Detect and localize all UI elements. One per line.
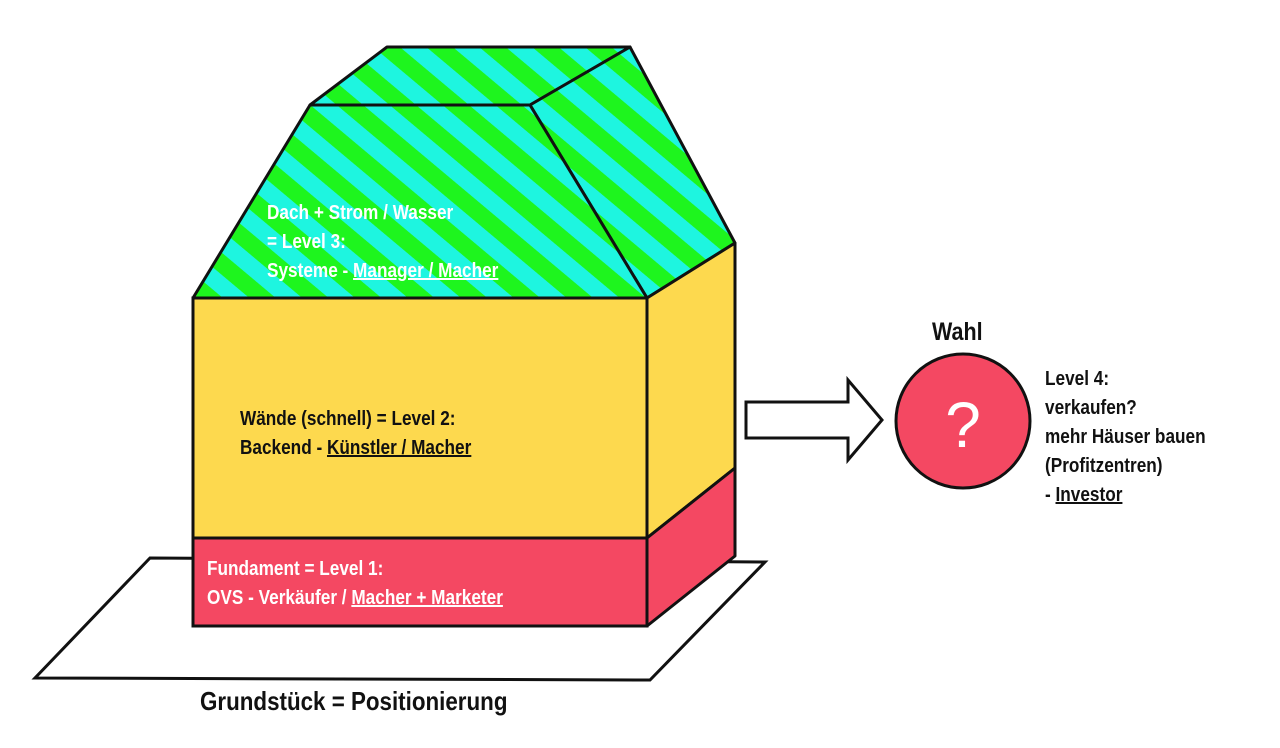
foundation-label-line1: Fundament = Level 1: — [207, 558, 384, 580]
roof-label-role: Manager / Macher — [353, 260, 499, 282]
roof-label-line1: Dach + Strom / Wasser — [267, 202, 454, 224]
roof-label-line3-prefix: Systeme - — [267, 260, 354, 282]
walls-label-role: Künstler / Macher — [326, 437, 472, 459]
foundation-front-face — [191, 536, 649, 628]
right-arrow-icon — [744, 375, 884, 465]
foundation-label-line2-prefix: OVS - Verkäufer / — [207, 587, 352, 609]
foundation-label-role: Macher + Marketer — [351, 587, 503, 609]
choice-line: (Profitzentren) — [1045, 455, 1163, 477]
choice-line: verkaufen? — [1045, 397, 1137, 419]
choice-line: mehr Häuser bauen — [1045, 426, 1206, 448]
roof-label: Dach + Strom / Wasser = Level 3: Systeme… — [267, 199, 498, 286]
choice-line: Level 4: — [1045, 368, 1110, 390]
foundation-label-line2: OVS - Verkäufer / Macher + Marketer — [207, 584, 503, 613]
choice-role-investor: Investor — [1055, 484, 1123, 506]
roof-label-line2: = Level 3: — [267, 231, 346, 253]
choice-title: Wahl — [932, 318, 983, 346]
walls-label: Wände (schnell) = Level 2: Backend - Kün… — [240, 405, 471, 463]
choice-circle — [894, 352, 1032, 490]
walls-label-line2-prefix: Backend - — [240, 437, 327, 459]
walls-front-face — [191, 296, 649, 540]
question-mark-icon: ? — [945, 389, 981, 461]
walls-label-line1: Wände (schnell) = Level 2: — [240, 408, 456, 430]
foundation-label: Fundament = Level 1: OVS - Verkäufer / M… — [207, 555, 503, 613]
roof-label-line3: Systeme - Manager / Macher — [267, 257, 498, 286]
walls-label-line2: Backend - Künstler / Macher — [240, 434, 471, 463]
choice-line-investor: - Investor — [1045, 481, 1206, 510]
choice-description: Level 4: verkaufen? mehr Häuser bauen (P… — [1045, 365, 1206, 510]
choice-last-prefix: - — [1045, 484, 1056, 506]
plot-label: Grundstück = Positionierung — [200, 686, 508, 716]
